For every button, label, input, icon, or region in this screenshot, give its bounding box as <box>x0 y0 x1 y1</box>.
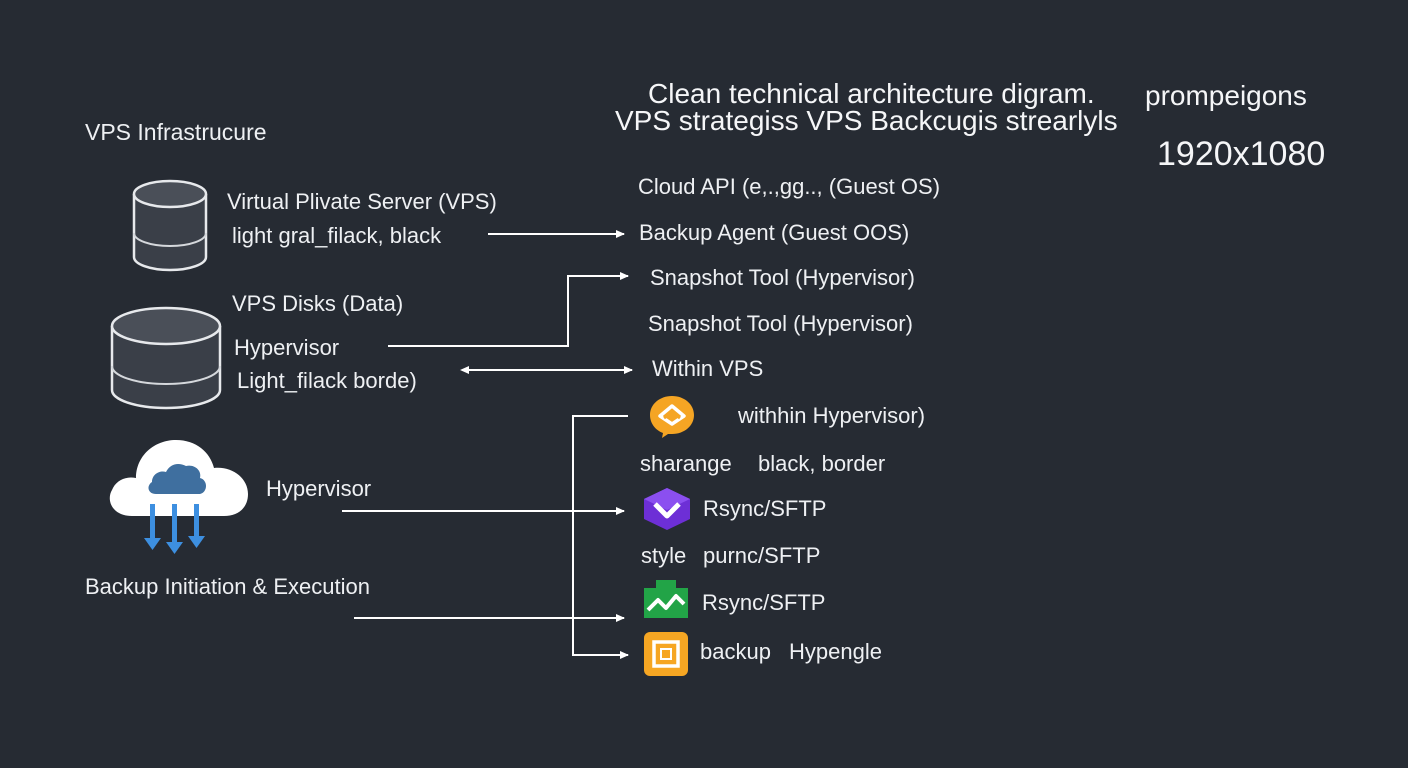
item-snapshot-tool-1: Snapshot Tool (Hypervisor) <box>650 265 915 290</box>
item-style: style <box>641 543 687 568</box>
green-chart-icon <box>642 580 690 625</box>
disk-label-3: Light_filack borde) <box>237 368 417 393</box>
database-cylinder-icon <box>130 178 210 279</box>
item-within-vps: Within VPS <box>652 356 764 381</box>
item-purnc: purnc/SFTP <box>703 543 821 568</box>
header-title-line-2: VPS strategiss VPS Backcugis strearlyls <box>615 105 1118 136</box>
item-backup: backup <box>700 639 771 664</box>
header-title-line-1: Clean technical architecture digram. <box>648 78 1095 109</box>
purple-chevron-icon <box>640 486 694 537</box>
vps-label-1: Virtual Plivate Server (VPS) <box>227 189 497 214</box>
item-black-border: black, border <box>758 451 886 476</box>
bottom-label: Backup Initiation & Execution <box>85 574 370 599</box>
item-sharange: sharange <box>640 451 732 476</box>
cloud-label: Hypervisor <box>266 476 372 501</box>
item-within-hypervisor: withhin Hypervisor) <box>738 403 926 428</box>
vps-label-2: light gral_filack, black <box>232 223 442 248</box>
item-hypengle: Hypengle <box>789 639 882 664</box>
item-backup-agent: Backup Agent (Guest OOS) <box>639 220 910 245</box>
item-rsync-2: Rsync/SFTP <box>702 590 826 615</box>
header-right-label: prompeigons <box>1145 80 1307 111</box>
disk-label-2: Hypervisor <box>234 335 340 360</box>
section-title: VPS Infrastrucure <box>85 119 267 145</box>
cloud-download-icon <box>104 434 252 561</box>
orange-shield-icon <box>648 394 696 443</box>
disk-cylinder-icon <box>108 304 224 417</box>
header-resolution: 1920x1080 <box>1157 135 1326 173</box>
amber-frame-icon <box>642 630 690 683</box>
item-rsync-1: Rsync/SFTP <box>703 496 827 521</box>
item-snapshot-tool-2: Snapshot Tool (Hypervisor) <box>648 311 913 336</box>
disk-label-1: VPS Disks (Data) <box>232 291 404 316</box>
item-cloud-api: Cloud API (e,.,gg.., (Guest OS) <box>638 174 941 199</box>
